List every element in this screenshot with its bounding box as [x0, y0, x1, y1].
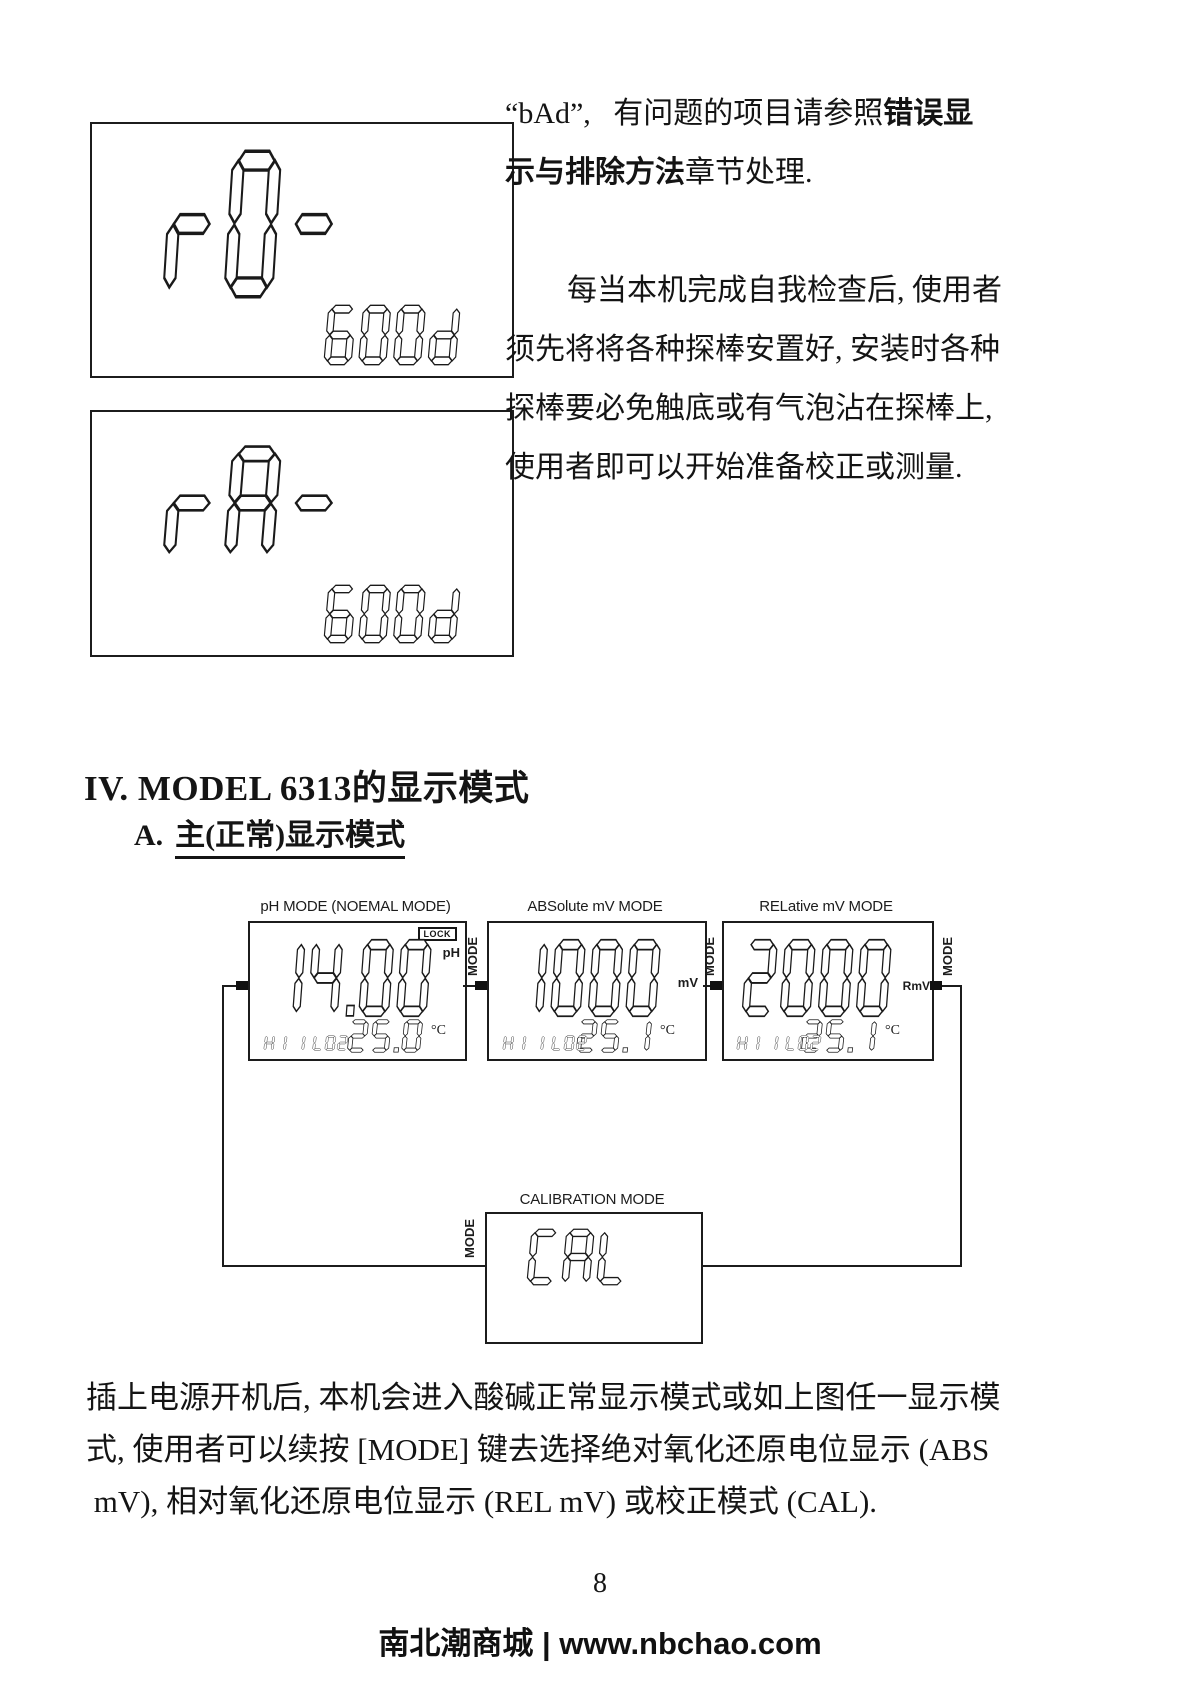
rel-mv-mode-label: RELative mV MODE — [759, 898, 893, 915]
text-line: 示与排除方法章节处理. — [505, 156, 813, 189]
body-paragraph: 插上电源开机后, 本机会进入酸碱正常显示模式或如上图任一显示模 式, 使用者可以… — [86, 1372, 1136, 1528]
ph-mode-label: pH MODE (NOEMAL MODE) — [260, 898, 451, 915]
temp-readout — [575, 1019, 657, 1053]
page-number: 8 — [593, 1568, 607, 1599]
temp-unit-label: °C — [660, 1023, 675, 1038]
subsection-letter: A. — [134, 819, 164, 852]
mode-button-label: MODE — [461, 1218, 477, 1258]
abs-mv-mode-label: ABSolute mV MODE — [527, 898, 663, 915]
connector-line — [222, 1265, 485, 1267]
indicator-readout — [263, 1035, 351, 1051]
site-footer: 南北潮商城 | www.nbchao.com — [378, 1626, 822, 1661]
mv-unit-label: mV — [677, 975, 698, 990]
temp-unit-label: °C — [431, 1023, 446, 1038]
lock-badge: LOCK — [417, 927, 457, 941]
abs-mv-value-readout — [511, 938, 669, 1018]
spacer — [505, 202, 1125, 261]
arrow-square — [930, 981, 942, 990]
text-line: 须先将将各种探棒安置好, 安装时各种 — [505, 333, 1000, 366]
section-heading: IV. MODEL 6313的显示模式 — [84, 769, 530, 808]
temp-unit-label: °C — [885, 1023, 900, 1038]
ph-value-readout — [268, 938, 440, 1018]
text-line: 插上电源开机后, 本机会进入酸碱正常显示模式或如上图任一显示模 — [86, 1380, 1001, 1415]
calibration-mode-label: CALIBRATION MODE — [519, 1191, 665, 1208]
text-line: 探棒要必免触底或有气泡沾在探棒上, — [505, 392, 993, 425]
intro-paragraph: “bAd”, 有问题的项目请参照错误显 示与排除方法章节处理. 每当本机完成自我… — [505, 84, 1125, 497]
text-line: 式, 使用者可以续按 [MODE] 键去选择绝对氧化还原电位显示 (ABS — [86, 1432, 990, 1467]
lcd-main-readout — [160, 148, 356, 300]
subsection-title: 主(正常)显示模式 — [175, 810, 406, 859]
subsection-heading: A. 主(正常)显示模式 — [134, 810, 406, 859]
arrow-square — [710, 981, 722, 990]
rmv-unit-label: RmV — [902, 979, 930, 993]
ph-mode-box: LOCK pH °C — [248, 921, 467, 1061]
connector-line — [930, 985, 962, 987]
connector-line — [222, 985, 236, 987]
lcd-sub-readout — [322, 304, 468, 366]
calibration-mode-box — [485, 1212, 703, 1344]
rel-mv-mode-box: RmV °C — [722, 921, 934, 1061]
cal-value-readout — [525, 1228, 637, 1286]
indicator-readout — [502, 1035, 590, 1051]
ph-unit-label: pH — [442, 945, 460, 960]
connector-line — [699, 1265, 962, 1267]
rel-mv-value-readout — [740, 938, 900, 1018]
lcd-display-box-1 — [90, 122, 514, 378]
lcd-sub-readout — [322, 584, 468, 644]
temp-readout — [346, 1019, 428, 1053]
mode-button-label: MODE — [701, 936, 717, 976]
connector-line — [960, 985, 962, 1267]
text-line: “bAd”, 有问题的项目请参照错误显 — [505, 97, 974, 130]
abs-mv-mode-box: mV °C — [487, 921, 707, 1061]
arrow-square — [475, 981, 487, 990]
text-line: 每当本机完成自我检查后, 使用者 — [567, 274, 1002, 307]
connector-line — [222, 985, 224, 1267]
text-line: 使用者即可以开始准备校正或测量. — [505, 451, 963, 484]
mode-button-label: MODE — [939, 936, 955, 976]
text-line: mV), 相对氧化还原电位显示 (REL mV) 或校正模式 (CAL). — [86, 1484, 878, 1519]
indicator-readout — [736, 1035, 824, 1051]
arrow-square — [236, 981, 248, 990]
lcd-display-box-2 — [90, 410, 514, 657]
mode-button-label: MODE — [464, 936, 480, 976]
lcd-main-readout — [160, 444, 356, 562]
